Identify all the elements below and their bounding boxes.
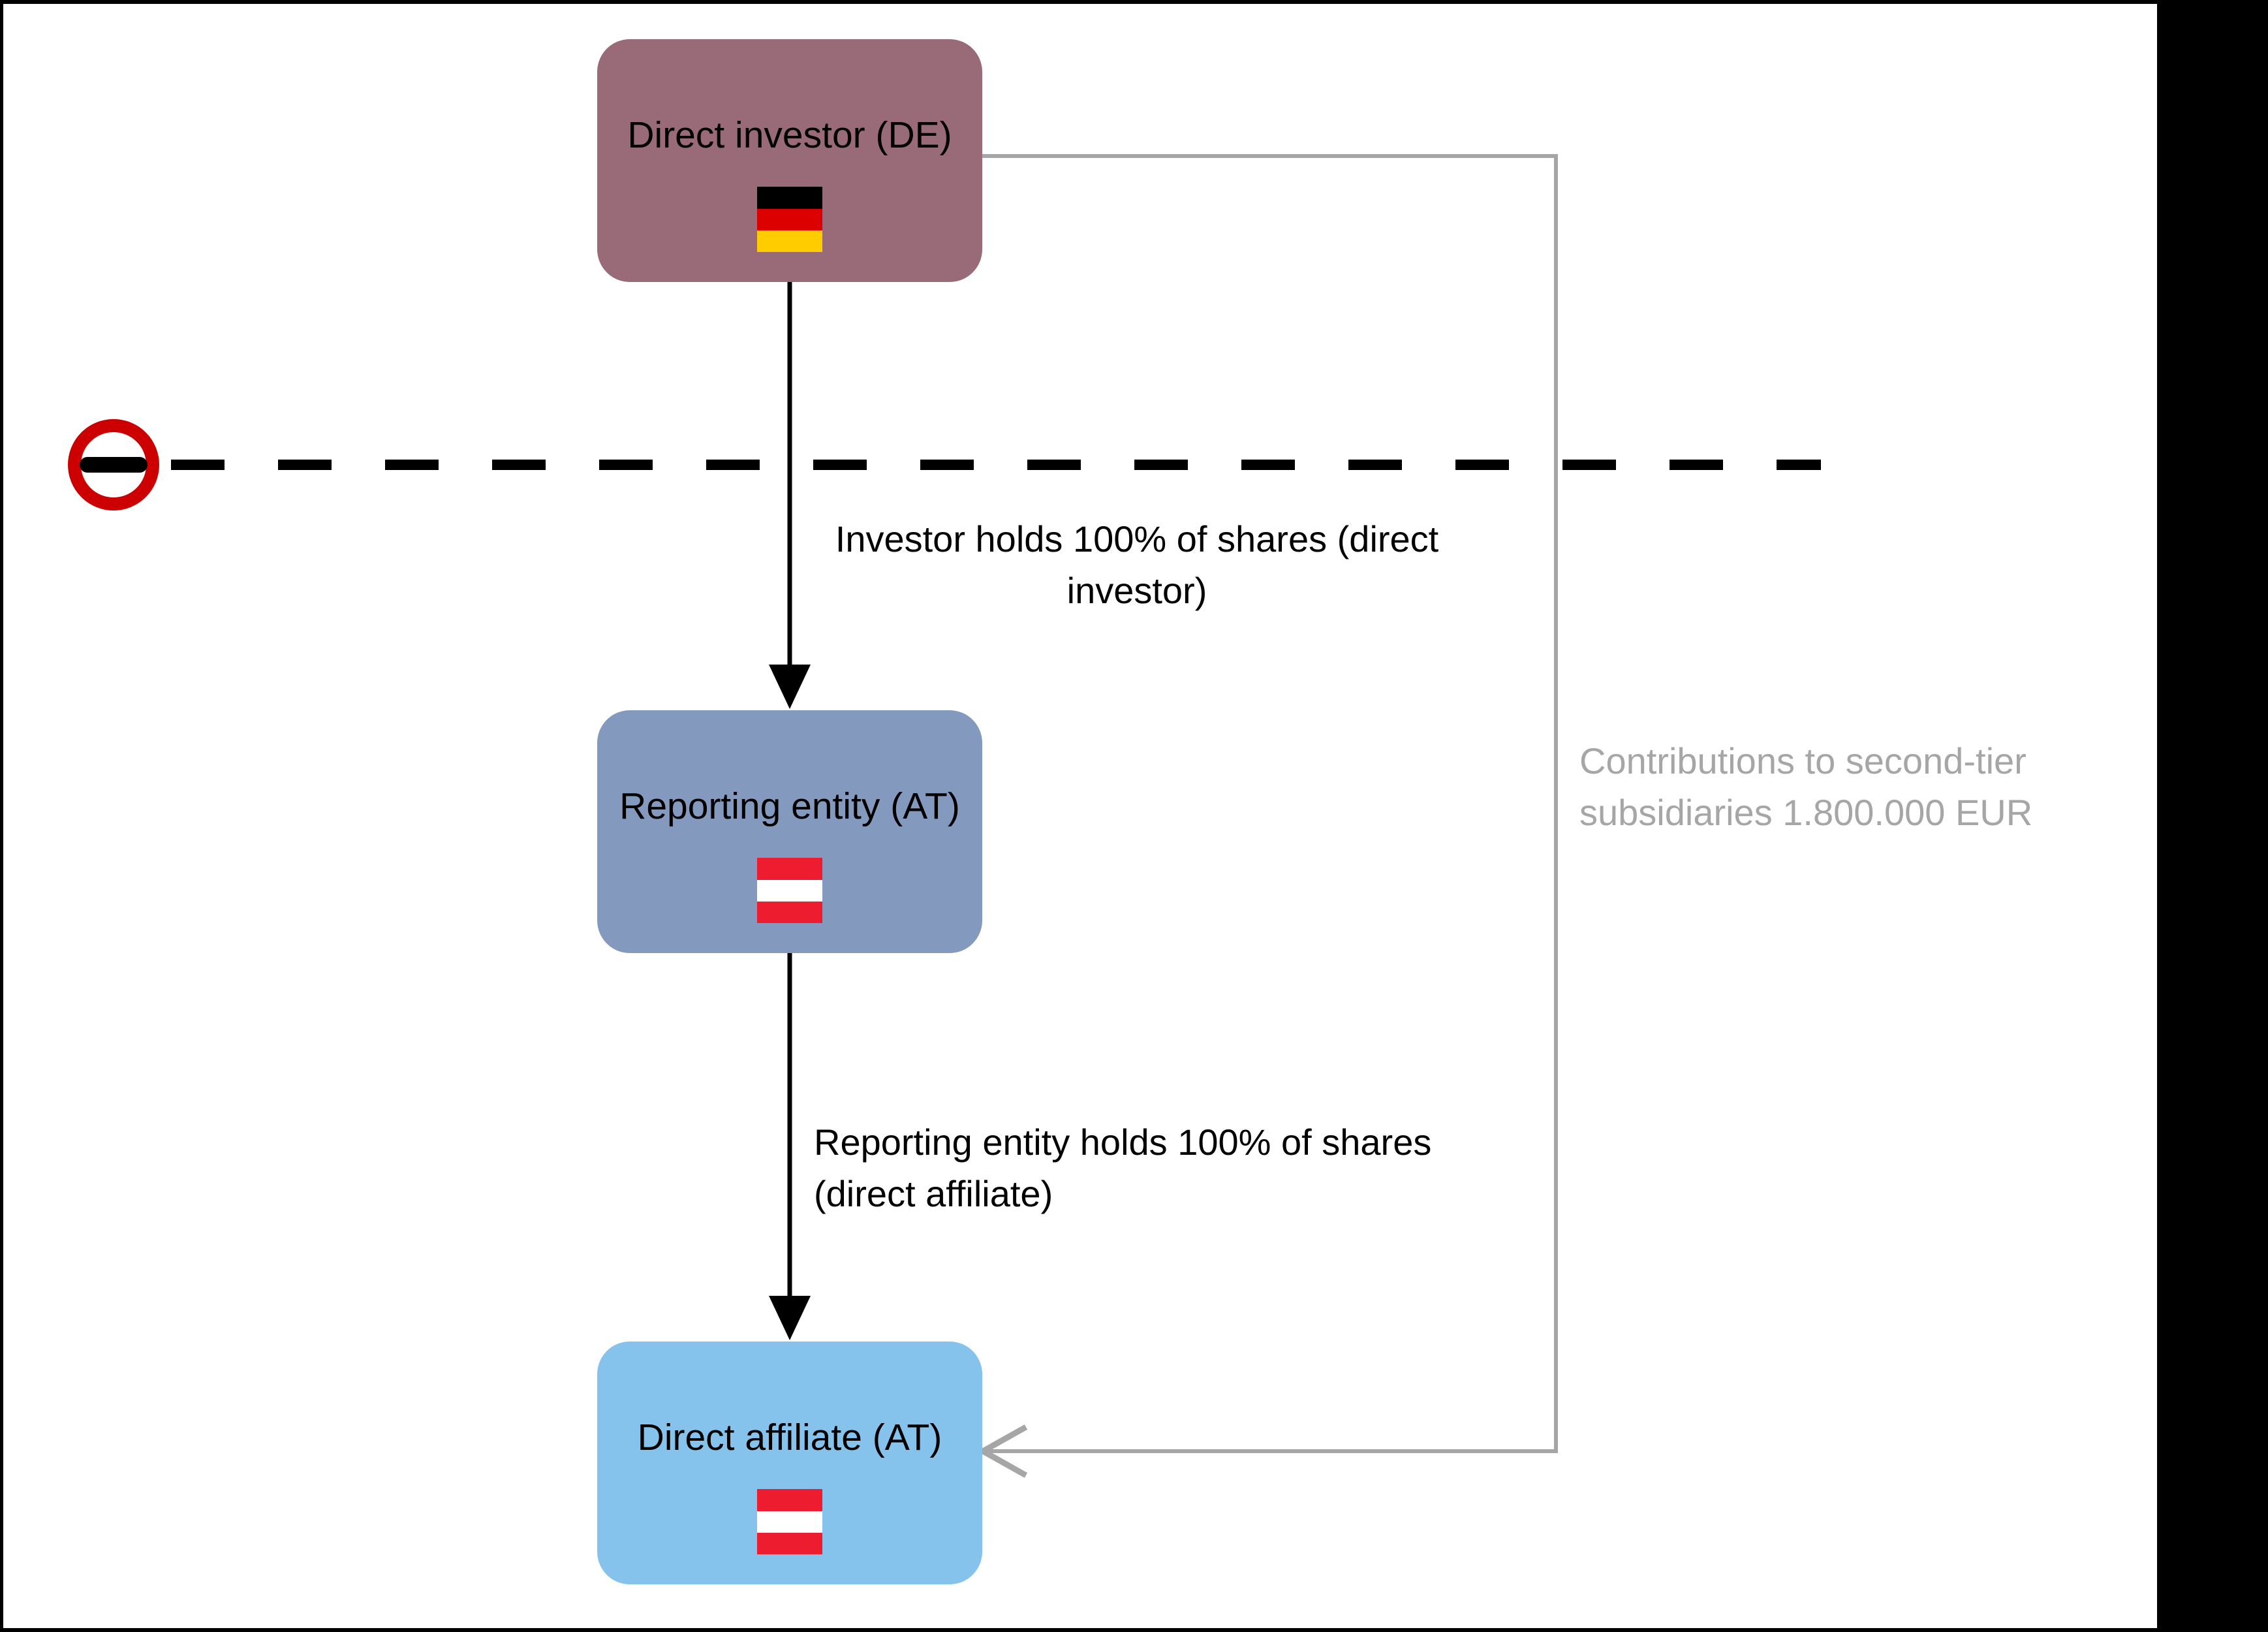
no-entry-icon [68,419,159,510]
flag-stripe [757,902,822,923]
flag-stripe [757,187,822,209]
edge-label-investor-holds: Investor holds 100% of shares (direct in… [804,513,1470,616]
frame-border-left [0,0,3,1632]
flag-stripe [757,1533,822,1554]
node-label: Reporting entity (AT) [619,785,960,827]
edge-label-contributions: Contributions to second-tier subsidiarie… [1579,735,2167,838]
node-label: Direct investor (DE) [627,114,952,156]
flag-stripe [757,1489,822,1511]
node-direct-investor: Direct investor (DE) [597,39,982,282]
germany-flag-icon [757,187,822,252]
edge-label-line: Contributions to second-tier [1579,740,2027,781]
flag-stripe [757,858,822,880]
no-entry-bar [80,457,148,473]
node-reporting-entity: Reporting entity (AT) [597,710,982,953]
edge-label-line: investor) [1066,570,1207,611]
edge-label-line: (direct affiliate) [814,1173,1053,1214]
flag-stripe [757,230,822,252]
ownership-arrow-investor [769,282,811,709]
edge-label-line: subsidiaries 1.800.000 EUR [1579,792,2033,833]
flag-stripe [757,1511,822,1533]
edge-label-line: Reporting entity holds 100% of shares [814,1122,1432,1163]
frame-bar-right [2157,0,2268,1632]
ownership-arrow-reporting [769,952,811,1340]
node-label: Direct affiliate (AT) [637,1417,942,1458]
node-direct-affiliate: Direct affiliate (AT) [597,1342,982,1584]
edge-label-reporting-holds: Reporting entity holds 100% of shares (d… [814,1116,1597,1219]
flag-stripe [757,209,822,230]
arrowhead-left-icon [976,1424,1028,1478]
frame-border-bottom [0,1628,2268,1632]
contribution-line [981,154,1558,1453]
arrowhead-down-icon [769,665,811,709]
arrowhead-down-icon [769,1296,811,1340]
austria-flag-icon [757,858,822,923]
frame-border-top [0,0,2268,4]
contribution-connector [976,154,1558,1478]
flag-stripe [757,880,822,902]
edge-label-line: Investor holds 100% of shares (direct [835,518,1439,559]
austria-flag-icon [757,1489,822,1554]
